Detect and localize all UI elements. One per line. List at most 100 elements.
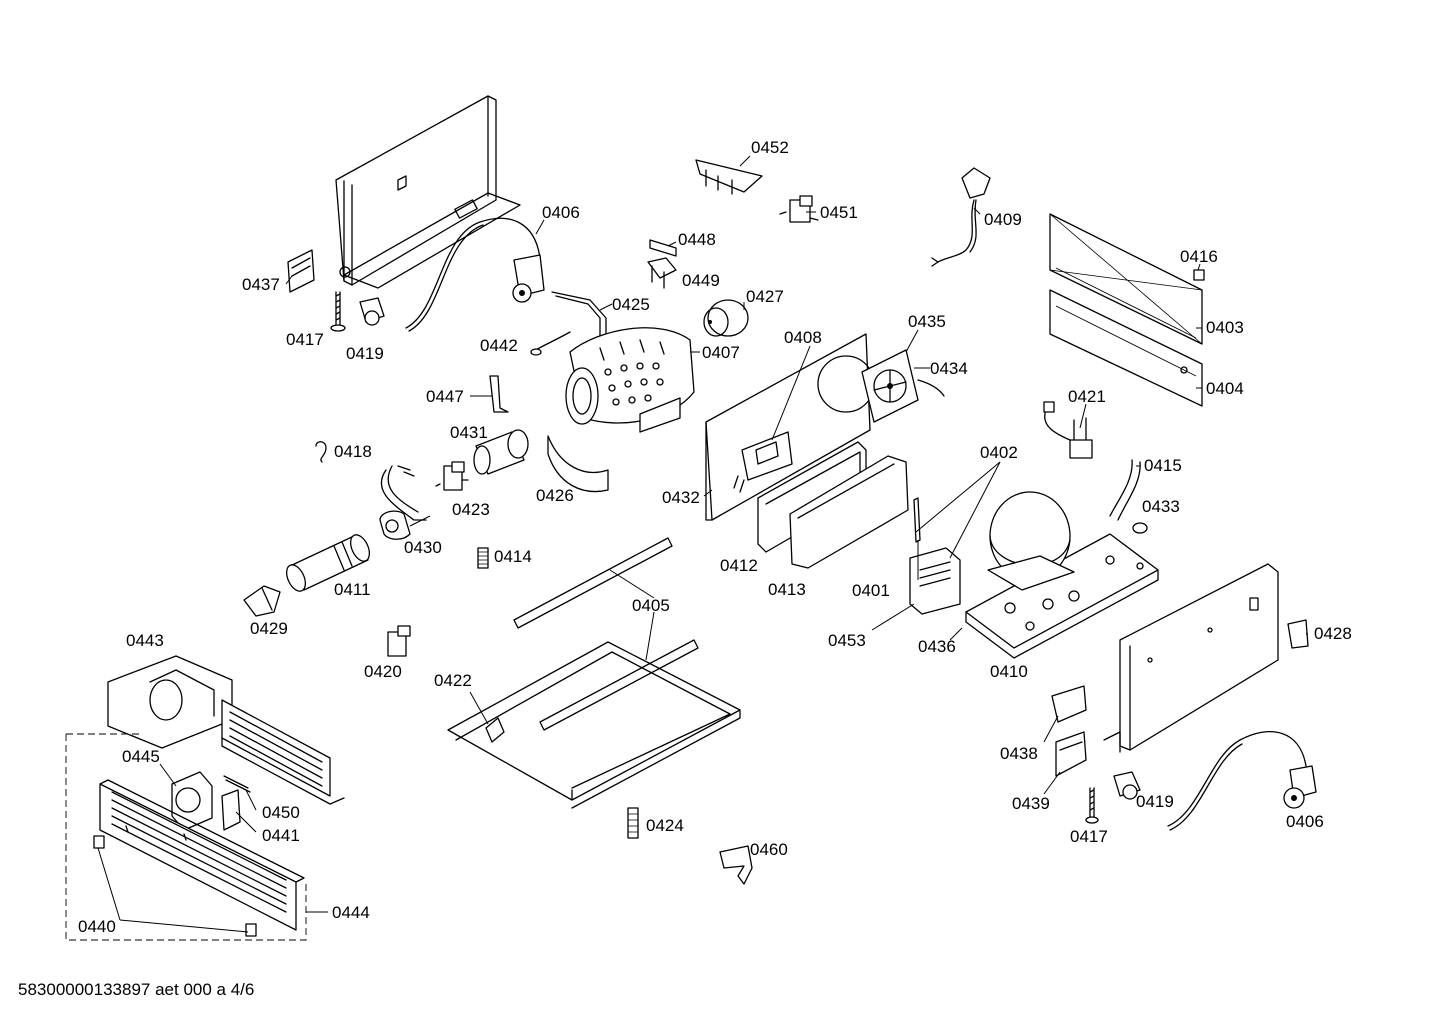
callout-0447: 0447 xyxy=(426,387,464,406)
callout-0418: 0418 xyxy=(334,442,372,461)
callout-0405: 0405 xyxy=(632,596,670,615)
part-clip-0447 xyxy=(489,375,509,413)
part-relay-0421 xyxy=(1043,401,1093,459)
leader-lines xyxy=(97,155,1308,933)
part-valve-0420 xyxy=(387,625,411,657)
part-filter-0411 xyxy=(285,534,371,592)
callout-0411: 0411 xyxy=(334,580,371,599)
part-bracket-0437 xyxy=(287,249,315,293)
part-compressor-0402 xyxy=(965,491,1159,659)
callout-0434: 0434 xyxy=(930,359,968,378)
dashed-outline xyxy=(65,733,307,941)
callout-0452: 0452 xyxy=(751,138,789,157)
part-screw-0417b xyxy=(1085,787,1099,824)
callout-0417: 0417 xyxy=(286,330,324,349)
part-panel-0404 xyxy=(1049,289,1203,407)
part-grille-top xyxy=(221,699,345,805)
part-rail-0405 xyxy=(513,537,699,731)
part-box-0453 xyxy=(909,547,961,615)
callout-0437: 0437 xyxy=(242,275,280,294)
part-cap-0429 xyxy=(243,585,281,617)
callout-0445: 0445 xyxy=(122,747,160,766)
callout-0404: 0404 xyxy=(1206,379,1244,398)
part-capacitor-0431 xyxy=(473,429,529,475)
part-plate-0432 xyxy=(705,333,875,521)
part-spacer-0414 xyxy=(477,547,489,569)
callout-0416: 0416 xyxy=(1180,247,1218,266)
part-panel-0403 xyxy=(1049,213,1203,345)
callout-0419: 0419 xyxy=(346,344,384,363)
callout-0432: 0432 xyxy=(662,488,700,507)
callout-0443: 0443 xyxy=(126,631,164,650)
callout-0435: 0435 xyxy=(908,312,946,331)
callout-labels: 0452 0451 0406 0409 0448 0449 0416 0437 … xyxy=(78,138,1352,936)
document-code: 58300000133897 aet 000 a 4/6 xyxy=(18,980,255,999)
part-clip-0441 xyxy=(221,789,241,831)
callout-0451: 0451 xyxy=(820,203,858,222)
part-power-cord-0409 xyxy=(931,167,991,267)
callout-0439: 0439 xyxy=(1012,794,1050,813)
callout-0442: 0442 xyxy=(480,336,518,355)
part-rod-0450 xyxy=(223,775,251,793)
part-pad-0440 xyxy=(93,835,257,937)
callout-0427: 0427 xyxy=(746,287,784,306)
part-hose-0415 xyxy=(1109,459,1141,521)
part-caster-cable-0406a xyxy=(405,217,545,332)
callout-0413: 0413 xyxy=(768,580,806,599)
part-bracket-0425 xyxy=(551,291,607,341)
part-fan-housing-0407 xyxy=(565,327,695,433)
callout-0401: 0401 xyxy=(852,581,890,600)
callout-0426: 0426 xyxy=(536,486,574,505)
part-foot-0419a xyxy=(359,297,385,326)
callout-0449: 0449 xyxy=(682,271,720,290)
callout-0403: 0403 xyxy=(1206,318,1244,337)
callout-0406: 0406 xyxy=(542,203,580,222)
part-bracket-0438 xyxy=(1051,685,1087,723)
part-clip-0428 xyxy=(1287,619,1309,649)
part-bracket-0452 xyxy=(695,159,763,195)
callout-0440: 0440 xyxy=(78,917,116,936)
callout-0453: 0453 xyxy=(828,631,866,650)
part-grommet-0433 xyxy=(1132,522,1148,534)
callout-0406: 0406 xyxy=(1286,812,1324,831)
part-clip-0449 xyxy=(647,257,677,289)
callout-0433: 0433 xyxy=(1142,497,1180,516)
part-valve-0451 xyxy=(779,195,819,223)
part-cover-0413 xyxy=(789,455,909,569)
callout-0436: 0436 xyxy=(918,637,956,656)
part-screw-0416 xyxy=(1193,269,1205,281)
part-caster-cable-0406b xyxy=(1167,731,1317,831)
part-frame-0422 xyxy=(447,641,741,809)
part-foot-0419b xyxy=(1113,771,1141,800)
callout-0410: 0410 xyxy=(990,662,1028,681)
callout-0425: 0425 xyxy=(612,295,650,314)
callout-0429: 0429 xyxy=(250,619,288,638)
part-harness-0430 xyxy=(379,465,427,540)
callout-0460: 0460 xyxy=(750,840,788,859)
part-clip-0418 xyxy=(315,441,327,463)
part-motor-0427 xyxy=(703,299,749,337)
part-side-panel xyxy=(1103,563,1279,753)
part-clip-0424 xyxy=(627,807,639,839)
callout-0415: 0415 xyxy=(1144,456,1182,475)
callout-0402: 0402 xyxy=(980,443,1018,462)
callout-0419: 0419 xyxy=(1136,792,1174,811)
part-shield-0426 xyxy=(547,435,609,493)
callout-0412: 0412 xyxy=(720,556,758,575)
callout-0450: 0450 xyxy=(262,803,300,822)
callout-0430: 0430 xyxy=(404,538,442,557)
callout-0448: 0448 xyxy=(678,230,716,249)
callout-0428: 0428 xyxy=(1314,624,1352,643)
part-fan-0434 xyxy=(861,349,945,423)
part-clip-0448 xyxy=(649,239,677,257)
part-bracket-0460 xyxy=(719,845,753,885)
callout-0441: 0441 xyxy=(262,826,300,845)
callout-0438: 0438 xyxy=(1000,744,1038,763)
callout-0417: 0417 xyxy=(1070,827,1108,846)
part-sensor-0442 xyxy=(530,331,571,356)
part-rear-plate xyxy=(335,95,521,289)
callout-0420: 0420 xyxy=(364,662,402,681)
callout-0409: 0409 xyxy=(984,210,1022,229)
part-dryer-0401 xyxy=(913,497,921,543)
